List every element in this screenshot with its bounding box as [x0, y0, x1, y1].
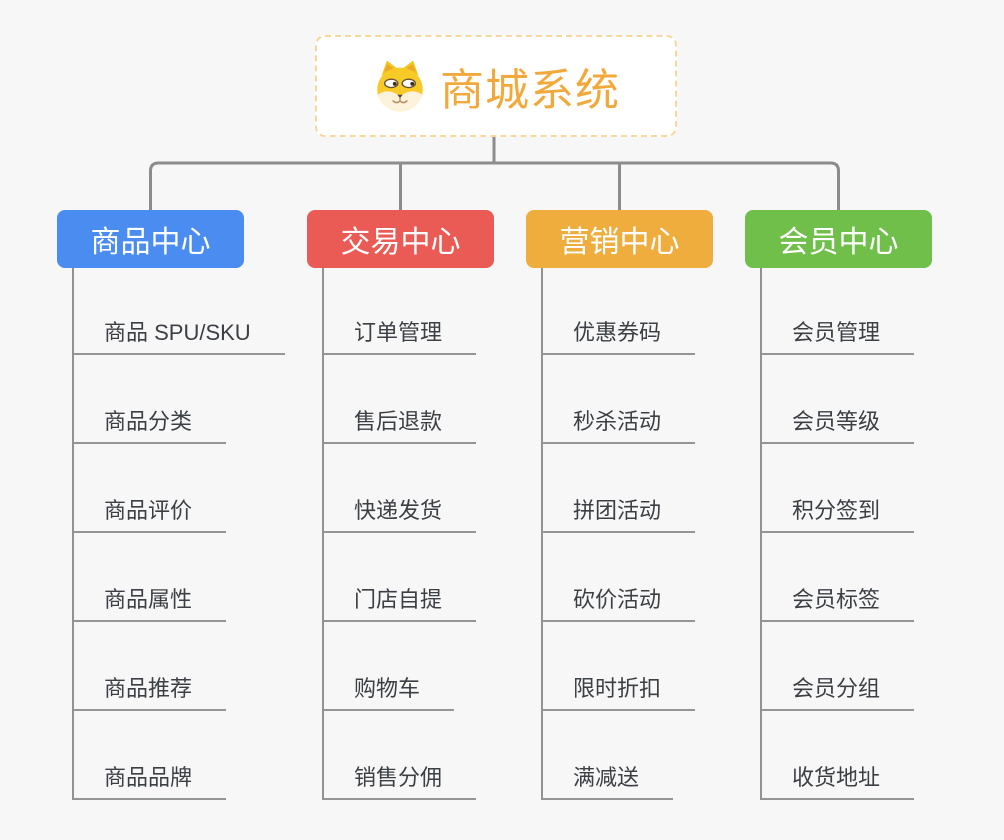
tree-node-label: 会员管理 [762, 315, 915, 355]
tree-node[interactable]: 砍价活动 [543, 533, 696, 622]
tree-node[interactable]: 商品评价 [74, 444, 285, 533]
tree-node[interactable]: 拼团活动 [543, 444, 696, 533]
tree-node[interactable]: 积分签到 [762, 444, 915, 533]
branch-header-marketing-center[interactable]: 营销中心 [526, 210, 713, 268]
tree-node-label: 拼团活动 [543, 493, 696, 533]
tree-node-label: 会员等级 [762, 404, 915, 444]
tree-node[interactable]: 销售分佣 [324, 711, 477, 800]
tree-node[interactable]: 商品 SPU/SKU [74, 266, 285, 355]
branch-items-trade-center: 订单管理 售后退款 快递发货 门店自提 购物车 销售分佣 [322, 266, 477, 800]
tree-node[interactable]: 商品属性 [74, 533, 285, 622]
tree-node[interactable]: 门店自提 [324, 533, 477, 622]
tree-node-label: 销售分佣 [324, 760, 477, 800]
tree-node-label: 积分签到 [762, 493, 915, 533]
tree-node[interactable]: 订单管理 [324, 266, 477, 355]
tree-node-label: 订单管理 [324, 315, 477, 355]
tree-node-label: 门店自提 [324, 582, 477, 622]
tree-node[interactable]: 秒杀活动 [543, 355, 696, 444]
tree-node[interactable]: 售后退款 [324, 355, 477, 444]
branch-header-label: 会员中心 [778, 226, 899, 259]
tree-node-label: 会员标签 [762, 582, 915, 622]
root-node-label: 商城系统 [440, 66, 620, 115]
tree-node[interactable]: 快递发货 [324, 444, 477, 533]
tree-node-label: 购物车 [324, 671, 455, 711]
tree-node[interactable]: 购物车 [324, 622, 476, 711]
tree-node-label: 秒杀活动 [543, 404, 696, 444]
branch-header-label: 营销中心 [559, 226, 680, 259]
branch-manifold-line [149, 161, 840, 210]
tree-node[interactable]: 限时折扣 [543, 622, 696, 711]
branch-items-member-center: 会员管理 会员等级 积分签到 会员标签 会员分组 收货地址 [760, 266, 915, 800]
tree-node-label: 会员分组 [762, 671, 915, 711]
tree-node-label: 收货地址 [762, 760, 915, 800]
tree-node[interactable]: 商品分类 [74, 355, 285, 444]
tree-node-label: 商品属性 [74, 582, 227, 622]
branch-header-product-center[interactable]: 商品中心 [57, 210, 244, 268]
branch-header-label: 商品中心 [90, 226, 211, 259]
tree-node-label: 商品推荐 [74, 671, 227, 711]
tree-node[interactable]: 会员管理 [762, 266, 915, 355]
tree-node-label: 商品评价 [74, 493, 227, 533]
tree-node[interactable]: 收货地址 [762, 711, 915, 800]
tree-node-label: 商品分类 [74, 404, 227, 444]
branch-header-label: 交易中心 [340, 226, 461, 259]
dog-face-icon [377, 60, 423, 112]
tree-node[interactable]: 满减送 [543, 711, 695, 800]
tree-node[interactable]: 会员标签 [762, 533, 915, 622]
branch-header-trade-center[interactable]: 交易中心 [307, 210, 494, 268]
branch-items-product-center: 商品 SPU/SKU 商品分类 商品评价 商品属性 商品推荐 商品品牌 [72, 266, 285, 800]
tree-node[interactable]: 会员等级 [762, 355, 915, 444]
branch-header-member-center[interactable]: 会员中心 [745, 210, 932, 268]
tree-node-label: 商品品牌 [74, 760, 227, 800]
tree-node-label: 限时折扣 [543, 671, 696, 711]
tree-node-label: 砍价活动 [543, 582, 696, 622]
tree-node-label: 售后退款 [324, 404, 477, 444]
tree-node[interactable]: 会员分组 [762, 622, 915, 711]
tree-node[interactable]: 商品推荐 [74, 622, 285, 711]
tree-node-label: 商品 SPU/SKU [74, 315, 285, 355]
tree-node[interactable]: 优惠券码 [543, 266, 696, 355]
tree-node[interactable]: 商品品牌 [74, 711, 285, 800]
root-node-mall-system[interactable]: 商城系统 [315, 35, 677, 137]
tree-node-label: 满减送 [543, 760, 674, 800]
branch-items-marketing-center: 优惠券码 秒杀活动 拼团活动 砍价活动 限时折扣 满减送 [541, 266, 696, 800]
tree-node-label: 优惠券码 [543, 315, 696, 355]
tree-node-label: 快递发货 [324, 493, 477, 533]
